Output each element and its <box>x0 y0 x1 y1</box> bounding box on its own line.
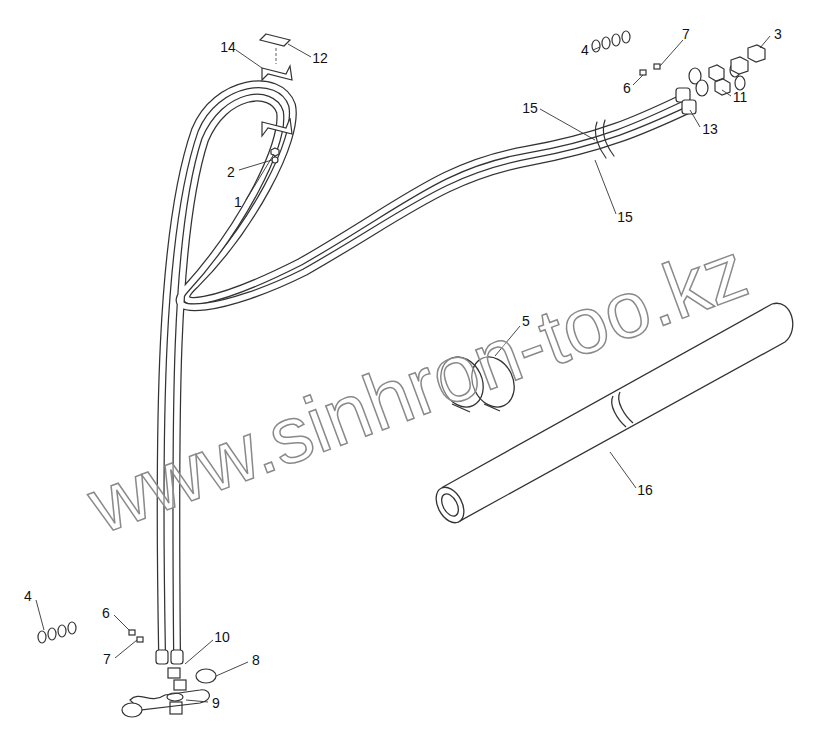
callout-number: 7 <box>682 27 690 41</box>
callout-number: 6 <box>623 81 631 95</box>
callout-number: 2 <box>227 165 235 179</box>
callout-number: 16 <box>637 483 653 497</box>
callout-number: 15 <box>522 101 538 115</box>
callout-number: 13 <box>702 122 718 136</box>
callout-number: 1 <box>234 195 242 209</box>
callout-number: 12 <box>312 51 328 65</box>
callout-number: 10 <box>214 630 230 644</box>
callout-number: 3 <box>774 27 782 41</box>
callout-number: 4 <box>24 589 32 603</box>
callout-number: 9 <box>212 696 220 710</box>
callout-number: 6 <box>102 606 110 620</box>
callout-number: 14 <box>220 40 236 54</box>
callout-number: 7 <box>103 652 111 666</box>
callout-number: 11 <box>733 90 748 104</box>
callout-number: 15 <box>617 210 633 224</box>
callout-number: 4 <box>581 43 589 57</box>
callout-number: 8 <box>252 653 260 667</box>
